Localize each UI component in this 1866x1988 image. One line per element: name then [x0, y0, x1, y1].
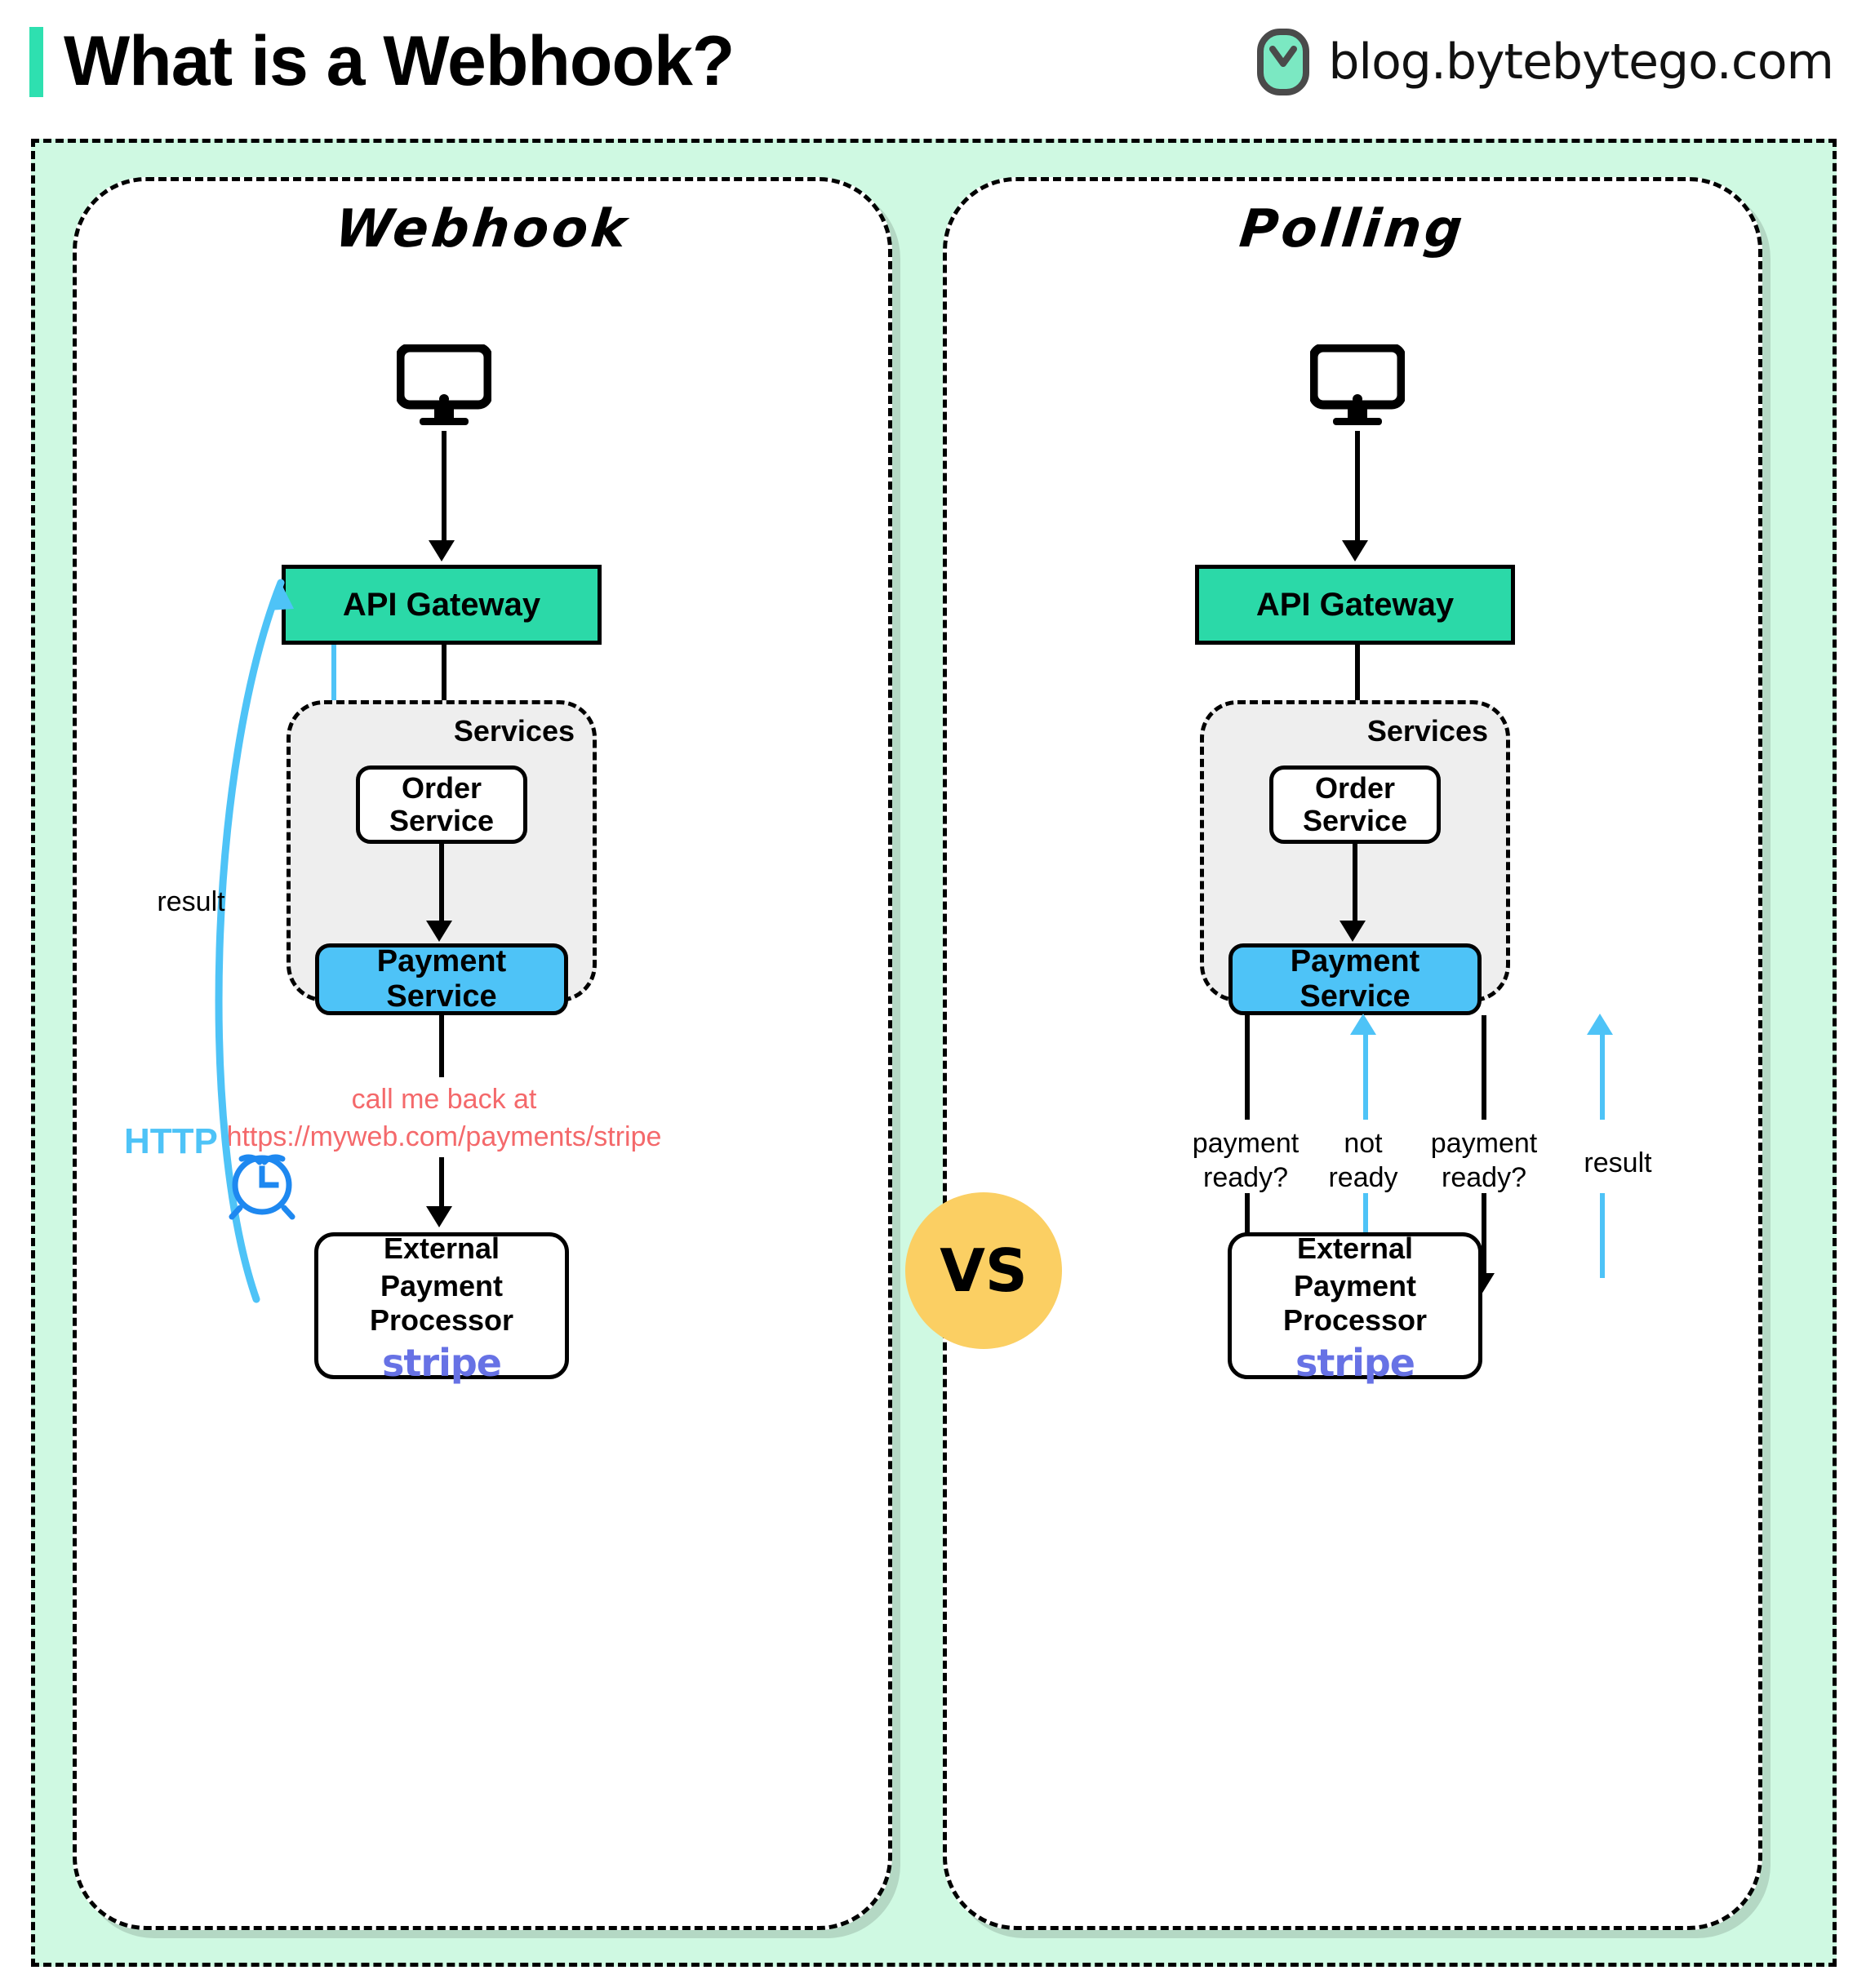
- connector-payment-to-external-upper: [439, 1015, 444, 1077]
- edge-label-poll-2-line2: ready: [1328, 1162, 1398, 1193]
- arrowhead-payment-to-external: [426, 1206, 452, 1227]
- callback-note-line1: call me back at: [351, 1084, 537, 1115]
- connector-poll-request-2b: [1482, 1193, 1486, 1278]
- edge-label-poll-2: not ready: [1311, 1126, 1415, 1195]
- edge-label-poll-3-line2: ready?: [1442, 1162, 1526, 1193]
- stripe-logo-polling: stripe: [1295, 1341, 1415, 1385]
- external-processor-line2-polling: Payment Processor: [1282, 1269, 1428, 1337]
- order-service-label-line2: Service: [389, 804, 495, 837]
- connector-poll-request-1: [1245, 1015, 1250, 1120]
- edge-label-poll-2-line1: not: [1344, 1128, 1383, 1159]
- edge-label-result-webhook: result: [157, 886, 225, 917]
- connector-poll-response-1: [1363, 1033, 1368, 1120]
- node-api-gateway-polling: API Gateway: [1195, 565, 1515, 645]
- edge-label-poll-4: result: [1584, 1147, 1652, 1178]
- vs-badge: VS: [905, 1192, 1062, 1349]
- arrowhead-client-to-gateway-polling: [1342, 540, 1368, 561]
- connector-poll-response-2: [1600, 1033, 1605, 1120]
- panel-title-polling: Polling: [1237, 199, 1468, 260]
- panel-webhook: Webhook API Gateway Ser: [73, 177, 892, 1930]
- services-group-label-polling: Services: [1366, 714, 1488, 748]
- node-payment-service-polling: Payment Service: [1228, 943, 1482, 1015]
- services-group-label: Services: [453, 714, 575, 748]
- connector-order-to-payment-polling: [1353, 844, 1357, 925]
- bytebytego-logo-icon: [1257, 29, 1310, 95]
- order-service-label-line2-polling: Service: [1302, 804, 1408, 837]
- payment-service-label: Payment Service: [376, 944, 507, 1014]
- api-gateway-label-polling: API Gateway: [1255, 586, 1455, 623]
- api-gateway-label: API Gateway: [342, 586, 541, 623]
- node-external-payment-processor-webhook: External Payment Processor stripe: [314, 1231, 569, 1385]
- callback-note-line2: https://myweb.com/payments/stripe: [226, 1121, 662, 1152]
- title-accent-bar: [29, 27, 43, 97]
- connector-poll-request-2: [1482, 1015, 1486, 1120]
- payment-service-label-polling: Payment Service: [1290, 944, 1420, 1014]
- node-external-payment-processor-polling: External Payment Processor stripe: [1228, 1231, 1482, 1385]
- connector-gateway-to-order-polling: [1355, 645, 1360, 751]
- callback-note: call me back at https://myweb.com/paymen…: [69, 1081, 820, 1156]
- edge-label-http: HTTP: [124, 1121, 218, 1161]
- external-processor-line2: Payment Processor: [369, 1269, 514, 1337]
- panel-polling: Polling API Gateway Services Order Servi…: [943, 177, 1762, 1930]
- header: What is a Webhook? blog.bytebytego.com: [0, 0, 1866, 129]
- arrowhead-poll-response-2: [1587, 1014, 1613, 1035]
- connector-order-to-payment: [439, 844, 444, 925]
- panel-title-webhook: Webhook: [332, 199, 633, 260]
- edge-label-poll-3-line1: payment: [1430, 1128, 1538, 1159]
- node-order-service-webhook: Order Service: [356, 765, 527, 844]
- client-monitor-icon-polling: [1310, 344, 1405, 425]
- node-order-service-polling: Order Service: [1269, 765, 1441, 844]
- alarm-clock-icon: [229, 1154, 295, 1220]
- client-monitor-icon: [397, 344, 491, 425]
- edge-label-poll-1: payment ready?: [1180, 1126, 1311, 1195]
- connector-poll-response-2b: [1600, 1193, 1605, 1278]
- arrowhead-poll-response-1: [1350, 1014, 1376, 1035]
- node-payment-service-webhook: Payment Service: [315, 943, 568, 1015]
- connector-payment-to-external-lower: [439, 1157, 444, 1211]
- connector-client-to-gateway-polling: [1355, 431, 1360, 545]
- connector-client-to-gateway: [442, 431, 447, 545]
- connector-gateway-to-order: [442, 645, 447, 751]
- external-processor-line1: External: [383, 1231, 500, 1265]
- arrowhead-client-to-gateway: [429, 540, 455, 561]
- stripe-logo: stripe: [382, 1341, 502, 1385]
- edge-label-poll-1-line1: payment: [1192, 1128, 1300, 1159]
- comparison-container: Webhook API Gateway Ser: [31, 139, 1837, 1967]
- brand: blog.bytebytego.com: [1256, 28, 1834, 96]
- arrowhead-order-to-payment: [426, 921, 452, 942]
- arrowhead-order-to-payment-polling: [1340, 921, 1366, 942]
- brand-url: blog.bytebytego.com: [1328, 33, 1834, 91]
- order-service-label-line1-polling: Order: [1314, 771, 1396, 805]
- order-service-label-line1: Order: [401, 771, 482, 805]
- edge-label-poll-1-line2: ready?: [1203, 1162, 1288, 1193]
- external-processor-line1-polling: External: [1296, 1231, 1414, 1265]
- page-title: What is a Webhook?: [64, 22, 735, 100]
- edge-label-poll-3: payment ready?: [1419, 1126, 1549, 1195]
